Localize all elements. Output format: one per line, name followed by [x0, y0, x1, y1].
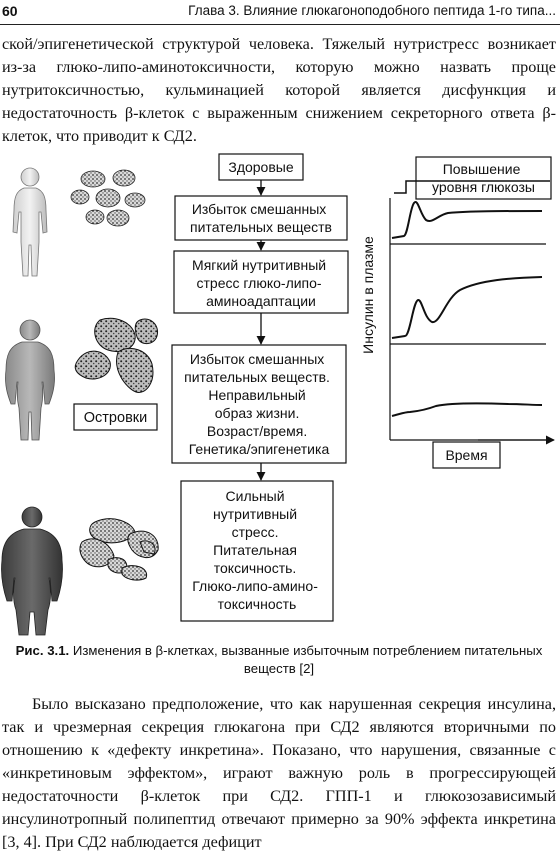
flow-line: Здоровые	[228, 159, 293, 175]
x-axis-label: Время	[445, 447, 487, 463]
flow-line: Избыток смешанных	[192, 201, 326, 217]
flow-line: аминоадаптации	[206, 293, 316, 309]
islets-label: Островки	[84, 410, 147, 426]
insulin-curve-failure	[391, 402, 543, 417]
flow-box-mild-stress: Мягкий нутритивный стресс глюко-липо- ам…	[173, 250, 349, 314]
islets-adapted	[74, 317, 159, 393]
page-header: 60 Глава 3. Влияние глюкагоноподобного п…	[0, 0, 560, 25]
flow-box-excess-nutrients: Избыток смешанных питательных веществ	[174, 195, 348, 241]
flow-line: питательных веществ.	[184, 369, 330, 385]
running-title: Глава 3. Влияние глюкагоноподобного пепт…	[188, 3, 556, 18]
flow-line: стресс.	[232, 524, 279, 540]
flow-box-text: Сильный нутритивный стресс. Питательная …	[192, 488, 322, 612]
time-label-box	[432, 441, 501, 469]
insulin-curve-adapted	[391, 276, 543, 339]
flow-line: токсичность	[218, 596, 297, 612]
human-figure-overweight	[5, 319, 55, 441]
figure-3-1: Островки Здоровые Избыток смешанных пита…	[1, 153, 555, 636]
figure-caption: Рис. 3.1. Изменения в β-клетках, вызванн…	[2, 642, 556, 678]
flow-line: Генетика/эпигенетика	[189, 441, 330, 457]
flow-box-text: Избыток смешанных питательных веществ. Н…	[184, 351, 334, 457]
flow-line: питательных веществ	[190, 219, 332, 235]
flow-line: Избыток смешанных	[190, 351, 324, 367]
flow-line: стресс глюко-липо-	[197, 275, 322, 291]
islets-label-box	[73, 403, 158, 431]
flow-line: Возраст/время.	[207, 423, 307, 439]
flow-line: Мягкий нутритивный	[192, 257, 326, 273]
y-axis-label: Инсулин в плазме	[360, 236, 376, 354]
flow-line: образ жизни.	[215, 405, 300, 421]
flow-box-text: Здоровые	[228, 159, 293, 175]
islets-damaged	[79, 518, 159, 581]
figure-caption-text: Изменения в β-клетках, вызванные избыточ…	[72, 643, 543, 676]
islets-healthy	[70, 169, 146, 227]
figure-caption-label: Рис. 3.1.	[15, 643, 70, 658]
flow-box-severe-stress: Сильный нутритивный стресс. Питательная …	[180, 480, 334, 622]
flow-line: Глюко-липо-амино-	[192, 578, 318, 594]
flow-box-text: Избыток смешанных питательных веществ	[190, 201, 332, 235]
human-figure-healthy	[12, 167, 48, 277]
flow-box-healthy: Здоровые	[218, 153, 304, 181]
paragraph-bottom: Было высказано предположение, что как на…	[2, 695, 556, 851]
glucose-rise-label: Повышение уровня глюкозы	[432, 161, 535, 195]
paragraph-top: ской/эпигенетической структурой человека…	[2, 35, 556, 145]
glucose-rise-box	[415, 156, 552, 200]
flow-line: токсичность.	[214, 560, 297, 576]
flow-line: Сильный	[226, 488, 285, 504]
flow-box-text: Мягкий нутритивный стресс глюко-липо- ам…	[192, 257, 330, 309]
flow-box-risk-factors: Избыток смешанных питательных веществ. Н…	[171, 344, 347, 464]
flow-line: нутритивный	[213, 506, 297, 522]
insulin-curve-healthy	[391, 201, 543, 239]
human-figure-obese	[1, 506, 63, 636]
page-number: 60	[2, 3, 18, 19]
glucose-step-line	[394, 180, 550, 194]
flow-line: Питательная	[213, 542, 297, 558]
flow-line: Неправильный	[208, 387, 305, 403]
